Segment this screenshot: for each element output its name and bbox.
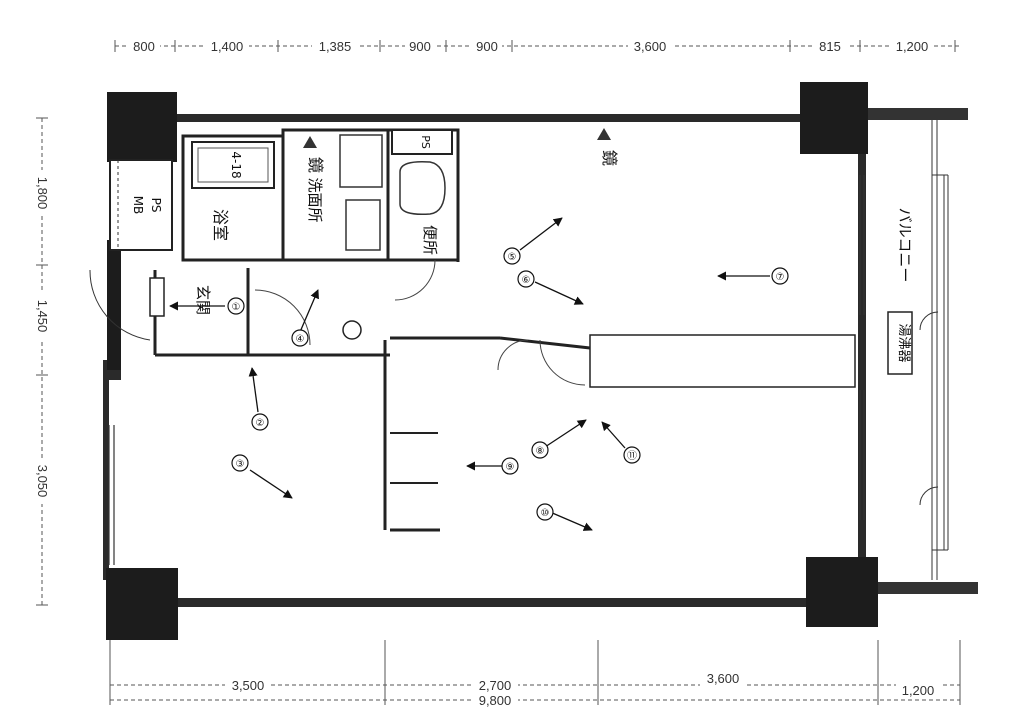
dim-bottom-2: 2,700 — [479, 678, 512, 693]
dim-top-4: 900 — [409, 39, 431, 54]
dim-bottom-3: 3,600 — [707, 671, 740, 686]
mb-label: MB — [131, 196, 145, 215]
viewpoint-9: ⑨ — [506, 462, 515, 473]
viewpoint-marker-11 — [623, 446, 641, 464]
viewpoint-markers — [227, 247, 789, 521]
balcony-structure — [868, 108, 978, 594]
dim-top-1: 800 — [133, 39, 155, 54]
toilet-room: PS 便所 — [391, 129, 453, 255]
viewpoint-4: ④ — [296, 334, 305, 345]
dim-top-8: 1,200 — [896, 39, 929, 54]
dim-bottom-total: 9,800 — [479, 693, 512, 708]
dim-top-6: 3,600 — [634, 39, 667, 54]
dimension-ticks — [36, 40, 961, 705]
viewpoint-1: ① — [232, 302, 241, 313]
viewpoint-marker-3 — [231, 454, 249, 472]
interior-walls — [153, 128, 591, 532]
bath-label: 浴室 — [211, 209, 230, 241]
water-heater-box — [887, 311, 913, 375]
dim-top-7: 815 — [819, 39, 841, 54]
bottom-dimensions: 3,500 2,700 3,600 9,800 1,200 — [225, 670, 940, 708]
main-mirror-label: 鏡 — [600, 150, 619, 166]
dim-left-2: 1,450 — [35, 300, 50, 333]
viewpoint-10: ⑩ — [541, 508, 550, 519]
viewpoint-marker-2 — [251, 413, 269, 431]
toilet-bowl — [399, 160, 446, 216]
entrance-label: 玄関 — [194, 285, 212, 315]
dim-top-5: 900 — [476, 39, 498, 54]
left-dimensions: 1,800 1,450 3,050 — [32, 170, 52, 504]
viewpoint-marker-6 — [517, 270, 535, 288]
viewpoint-marker-1 — [227, 297, 245, 315]
viewpoint-arrows — [169, 217, 770, 531]
entrance: 玄関 — [89, 269, 362, 341]
corner-columns — [106, 82, 878, 640]
viewpoint-11: ⑪ — [627, 450, 637, 462]
dim-top-3: 1,385 — [319, 39, 352, 54]
bath-room: 4-18 浴室 — [191, 141, 275, 241]
viewpoint-7: ⑦ — [776, 272, 785, 283]
viewpoint-numbers: ① ② ③ ④ ⑤ ⑥ ⑦ ⑧ ⑨ ⑩ ⑪ — [232, 252, 785, 519]
dim-bottom-balcony: 1,200 — [902, 683, 935, 698]
wash-mirror-marker — [303, 136, 317, 148]
dim-left-1: 1,800 — [35, 177, 50, 210]
closet-shelves — [390, 432, 438, 484]
viewpoint-marker-9 — [501, 457, 519, 475]
viewpoint-marker-5 — [503, 247, 521, 265]
ps-label-2: PS — [419, 135, 432, 149]
ps-mb-closet: PS MB — [109, 159, 173, 251]
viewpoint-6: ⑥ — [522, 275, 531, 286]
washroom: 鏡 洗面所 — [303, 134, 383, 251]
toilet-label: 便所 — [421, 225, 439, 255]
viewpoint-2: ② — [256, 418, 265, 429]
balcony-outline — [919, 120, 949, 580]
dim-bottom-1: 3,500 — [232, 678, 265, 693]
tub-label: 4-18 — [229, 151, 243, 178]
viewpoint-marker-10 — [536, 503, 554, 521]
viewpoint-marker-7 — [771, 267, 789, 285]
balcony-label: バルコニー — [896, 208, 914, 283]
viewpoint-3: ③ — [236, 459, 245, 470]
viewpoint-marker-8 — [531, 441, 549, 459]
windows — [108, 175, 865, 565]
wash-mirror-label: 鏡 — [306, 157, 325, 173]
dim-top-2: 1,400 — [211, 39, 244, 54]
dim-left-3: 3,050 — [35, 465, 50, 498]
ps-label-1: PS — [149, 198, 163, 213]
water-heater-label: 湯沸器 — [896, 323, 911, 362]
viewpoint-5: ⑤ — [508, 252, 517, 263]
kitchen-counter — [589, 334, 856, 388]
viewpoint-marker-4 — [291, 329, 309, 347]
top-dimensions: 800 1,400 1,385 900 900 3,600 815 1,200 — [128, 38, 934, 54]
washroom-label: 洗面所 — [306, 177, 324, 222]
main-mirror: 鏡 — [597, 128, 619, 166]
door-swings — [254, 259, 586, 386]
viewpoint-8: ⑧ — [536, 446, 545, 457]
